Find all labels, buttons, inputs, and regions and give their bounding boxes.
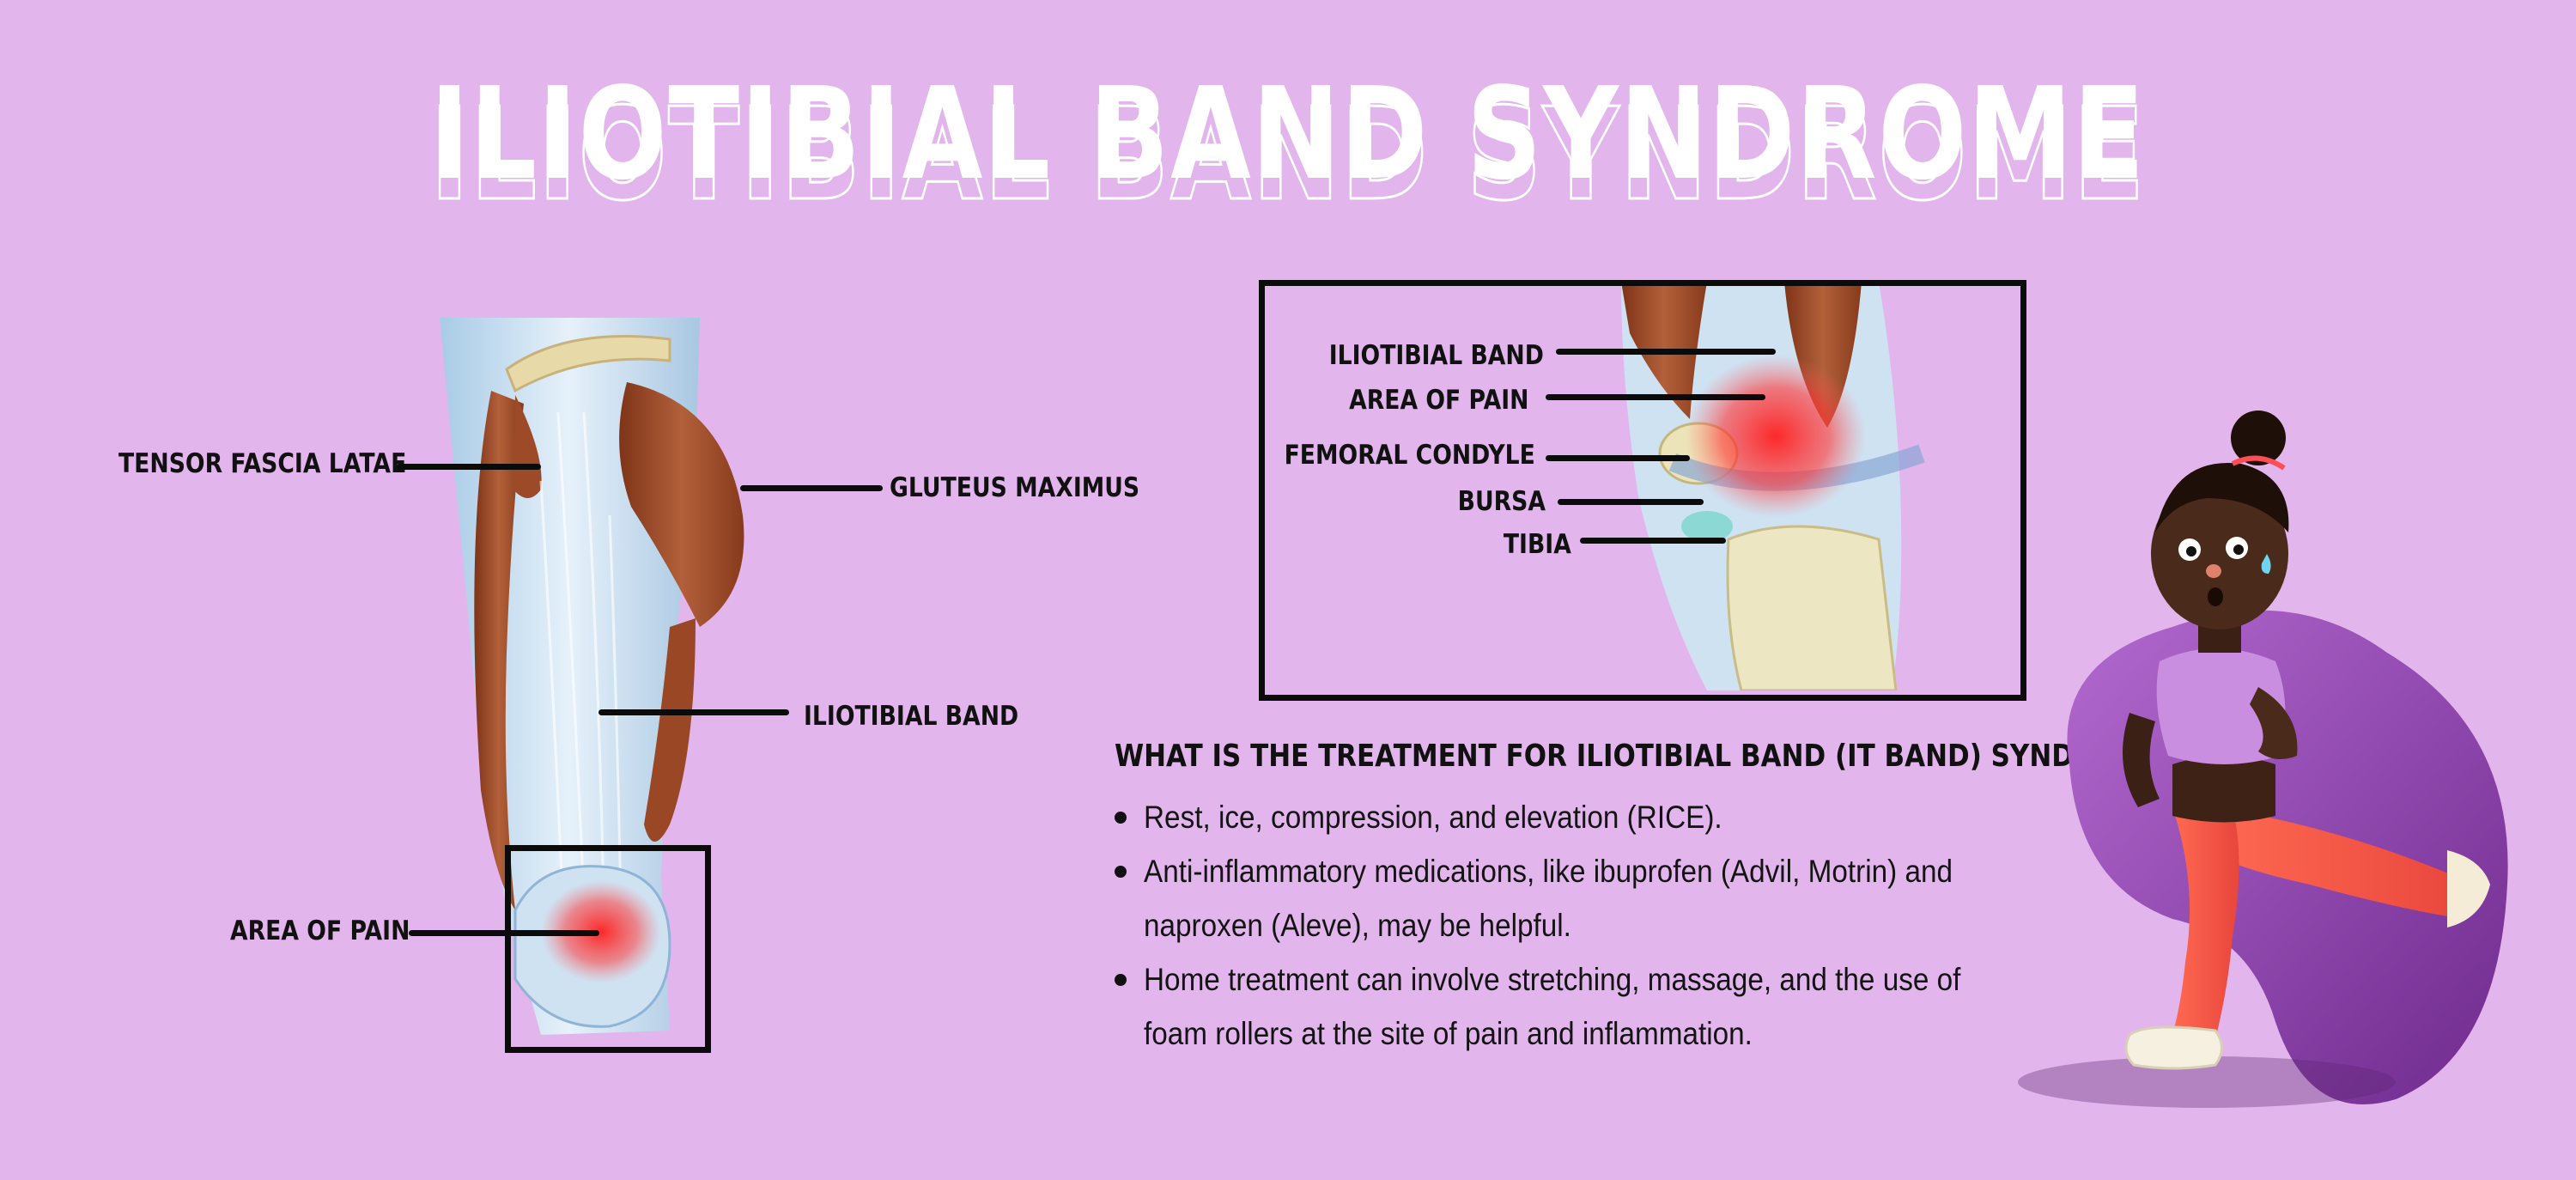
runner-waist	[2172, 756, 2275, 823]
knee-pointer-iliotibial-band	[1556, 349, 1776, 355]
knee-label-bursa: BURSA	[1457, 486, 1546, 517]
runner-mouth	[2208, 587, 2223, 606]
runner-nose	[2206, 564, 2221, 578]
label-gluteus-maximus: GLUTEUS MAXIMUS	[890, 472, 1140, 503]
hip-bone	[505, 335, 671, 393]
runner-shadow	[2018, 1056, 2396, 1108]
knee-focus-frame	[505, 845, 711, 1053]
title-text: ILIOTIBIAL BAND SYNDROME	[429, 60, 2147, 208]
pointer-iliotibial-band	[598, 709, 789, 715]
tibia-bone	[1726, 525, 1898, 690]
label-area-of-pain: AREA OF PAIN	[230, 915, 410, 946]
knee-pointer-area-of-pain	[1546, 394, 1765, 400]
pain-area-leg	[541, 880, 661, 983]
runner-head	[2151, 478, 2288, 630]
pointer-gluteus-maximus	[740, 485, 883, 491]
treatment-item: Anti-inflammatory medications, like ibup…	[1115, 844, 2111, 952]
knee-pointer-tibia	[1580, 538, 1726, 544]
knee-closeup-frame	[1259, 280, 2026, 701]
treatment-item: Rest, ice, compression, and elevation (R…	[1115, 790, 2111, 844]
treatment-heading: WHAT IS THE TREATMENT FOR ILIOTIBIAL BAN…	[1115, 739, 2178, 774]
label-tensor-fascia-latae: TENSOR FASCIA LATAE	[118, 448, 407, 479]
sweat-drop-icon	[2261, 554, 2271, 574]
tensor-fascia-latae-head	[513, 395, 542, 498]
runner-pupil-right	[2233, 544, 2244, 555]
thigh-muscle	[644, 618, 696, 842]
treatment-item: Home treatment can involve stretching, m…	[1115, 952, 2111, 1061]
runner-hairband	[2231, 455, 2286, 471]
knee-label-femoral-condyle: FEMORAL CONDYLE	[1284, 440, 1535, 471]
runner-hair-bun	[2231, 411, 2286, 465]
knee-label-iliotibial-band: ILIOTIBIAL BAND	[1328, 340, 1544, 371]
page-title: ILIOTIBIAL BAND SYNDROME ILIOTIBIAL BAND…	[0, 60, 2576, 240]
runner-front-arm	[2250, 687, 2298, 759]
treatment-list: Rest, ice, compression, and elevation (R…	[1115, 790, 2111, 1061]
runner-shirt	[2156, 648, 2286, 764]
knee-label-area-of-pain: AREA OF PAIN	[1348, 385, 1528, 416]
runner-illustration	[2018, 411, 2508, 1108]
title-outline: ILIOTIBIAL BAND SYNDROME	[429, 80, 2147, 230]
runner-pupil-left	[2186, 546, 2196, 557]
knee-pointer-femoral-condyle	[1546, 455, 1690, 461]
label-iliotibial-band: ILIOTIBIAL BAND	[804, 701, 1019, 732]
bursa-sac	[1681, 511, 1733, 542]
pointer-area-of-pain	[409, 930, 599, 936]
knee-pointer-bursa	[1558, 499, 1704, 505]
leg-illustration	[440, 318, 744, 1035]
gluteus-maximus-muscle	[619, 382, 744, 627]
tensor-fascia-latae-muscle	[474, 391, 524, 910]
runner-back-shoe	[2447, 850, 2490, 928]
pointer-tensor-fascia-latae	[397, 464, 541, 470]
runner-front-leg	[2172, 807, 2239, 1039]
runner-back-arm	[2123, 713, 2160, 807]
runner-front-shoe	[2124, 1025, 2223, 1070]
knee-label-tibia: TIBIA	[1504, 529, 1571, 560]
runner-hair	[2155, 463, 2289, 532]
runner-back-leg	[2207, 807, 2473, 919]
